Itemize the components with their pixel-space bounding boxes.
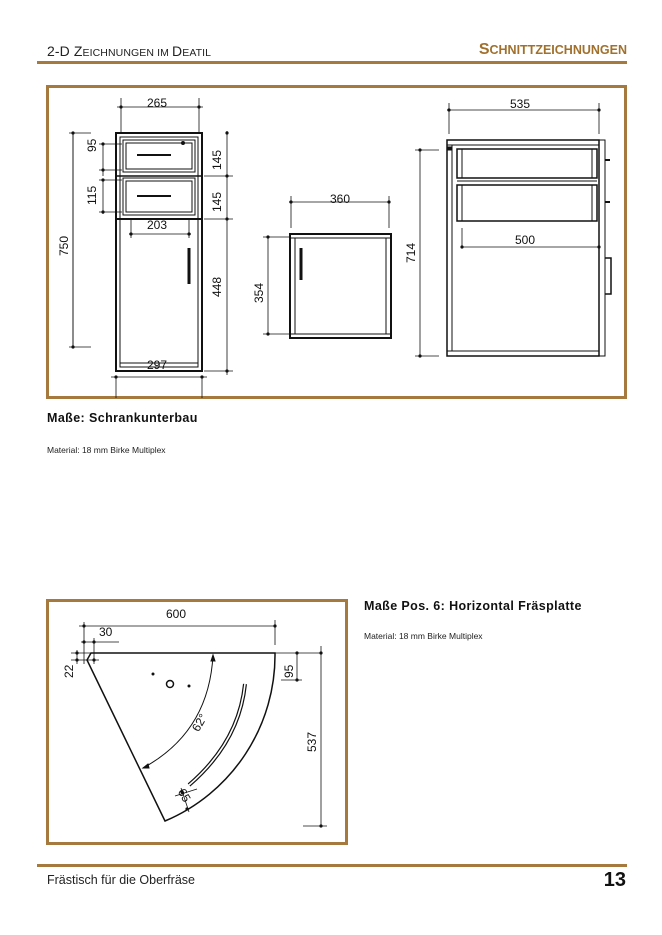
header-rule [37, 61, 627, 64]
dim-front-width-top: 265 [147, 96, 168, 110]
dim-plate-offset: 30 [99, 625, 113, 639]
front-view [69, 98, 233, 398]
header-chapter-title: SCHNITTZEICHNUNGEN [479, 41, 627, 59]
header-left-small-2: EATIL [182, 47, 212, 59]
figure2-caption-material: Material: 18 mm Birke Multiplex [364, 631, 483, 641]
dim-front-width-bottom: 297 [147, 358, 168, 372]
figure2-caption-title: Maße Pos. 6: Horizontal Fräsplatte [364, 599, 582, 613]
figure1-caption-material: Material: 18 mm Birke Multiplex [47, 445, 166, 455]
footer-rule [37, 864, 627, 867]
small-cabinet-view [263, 196, 392, 339]
header-right-big: S [478, 41, 490, 58]
header-left-big-2: D [172, 43, 183, 59]
dim-small-cabinet-height: 354 [252, 282, 266, 303]
dim-front-height-2: 145 [210, 191, 224, 212]
side-view [415, 103, 612, 358]
figure-plate-frame: 600 30 22 95 537 62° 65 [46, 599, 348, 845]
dim-plate-edge: 22 [62, 664, 76, 678]
dim-plate-depth: 537 [305, 731, 319, 752]
header-right-small: CHNITTZEICHNUNGEN [489, 43, 628, 57]
header-section-title: 2-D ZEICHNUNGEN IM DEATIL [47, 43, 211, 59]
dim-drawer1-height: 95 [85, 138, 99, 152]
plate-drawing [71, 620, 327, 828]
dim-drawer2-height: 115 [85, 185, 99, 205]
dim-small-cabinet-width: 360 [330, 192, 351, 206]
figure1-caption-title: Maße: Schrankunterbau [47, 411, 198, 425]
footer-book-title: Frästisch für die Oberfräse [47, 873, 195, 887]
page-number: 13 [603, 869, 626, 891]
dim-front-height-1: 145 [210, 149, 224, 170]
figure-cabinet-frame: 265 95 115 203 750 145 145 448 297 360 3… [46, 85, 627, 399]
dim-side-inner-depth: 500 [515, 233, 536, 247]
header-left-big-1: 2-D Z [47, 43, 83, 59]
dim-drawer-inner-width: 203 [147, 218, 168, 232]
dim-plate-inset: 95 [282, 664, 296, 678]
dim-plate-width: 600 [166, 607, 187, 621]
dim-side-depth: 535 [510, 97, 531, 111]
cabinet-drawing [69, 98, 612, 398]
dim-total-height: 750 [57, 235, 71, 256]
dim-door-height: 448 [210, 276, 224, 297]
header-left-small-1: EICHNUNGEN IM [82, 47, 172, 59]
dim-side-height: 714 [404, 242, 418, 263]
